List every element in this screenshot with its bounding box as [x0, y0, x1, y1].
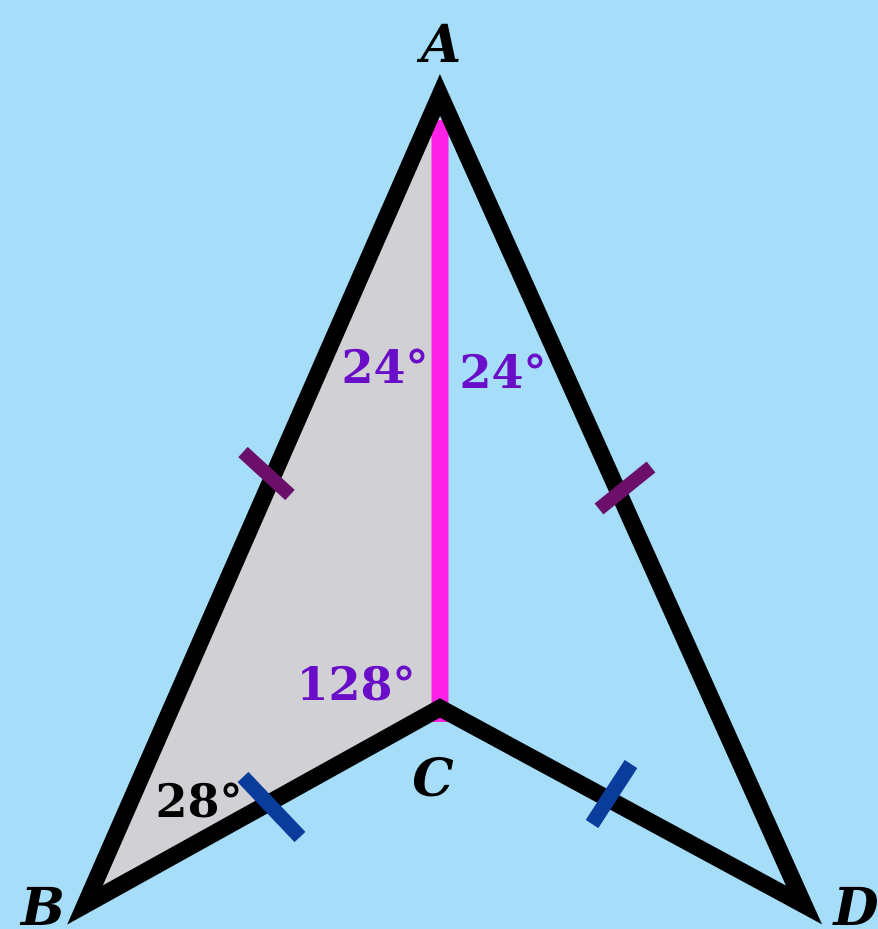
angle-label-bac: 24° [341, 340, 428, 394]
tick-mark-cd [585, 759, 638, 829]
quadrilateral-outline [67, 74, 823, 925]
angle-label-abc: 28° [155, 774, 242, 828]
vertex-label-a: A [416, 14, 461, 75]
tick-mark-ad [594, 461, 656, 515]
tick-mark-bc [237, 771, 306, 843]
vertex-label-b: B [19, 877, 65, 929]
angle-label-cad: 24° [459, 345, 546, 399]
vertex-label-c: C [412, 748, 453, 809]
angle-label-acb: 128° [296, 657, 415, 711]
tick-mark-ab [238, 446, 295, 501]
vertex-label-d: D [831, 877, 878, 929]
